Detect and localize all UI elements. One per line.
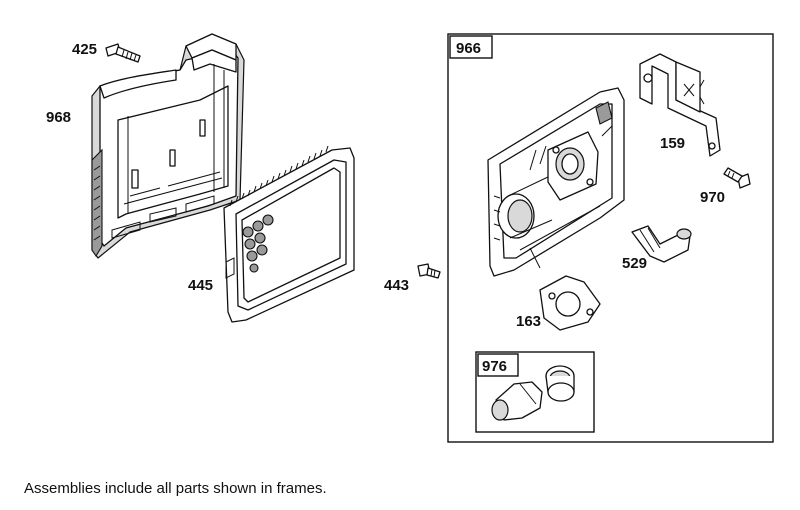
bracket-159 bbox=[639, 53, 721, 157]
label-968: 968 bbox=[46, 109, 71, 126]
bolt-970 bbox=[723, 167, 751, 189]
screw-425 bbox=[105, 43, 141, 63]
footnote: Assemblies include all parts shown in fr… bbox=[24, 480, 327, 497]
label-425: 425 bbox=[72, 41, 97, 58]
air-filter-445 bbox=[223, 145, 355, 323]
label-529: 529 bbox=[622, 255, 647, 272]
label-443: 443 bbox=[384, 277, 409, 294]
gasket-163 bbox=[539, 275, 601, 331]
frame-label-966: 966 bbox=[456, 40, 481, 57]
frame-label-976: 976 bbox=[482, 358, 507, 375]
air-cleaner-housing bbox=[487, 87, 625, 277]
label-159: 159 bbox=[660, 135, 685, 152]
frame-tag-966 bbox=[449, 35, 493, 59]
breather-tube-976 bbox=[491, 365, 575, 421]
label-970: 970 bbox=[700, 189, 725, 206]
air-cleaner-base-968 bbox=[91, 33, 245, 259]
label-445: 445 bbox=[188, 277, 213, 294]
assembly-frame-976 bbox=[475, 351, 595, 433]
label-163: 163 bbox=[516, 313, 541, 330]
foam-pattern bbox=[242, 214, 274, 273]
screw-443 bbox=[417, 263, 441, 279]
elbow-tube-529 bbox=[631, 225, 692, 263]
assembly-frame-966 bbox=[447, 33, 774, 443]
frame-tag-976 bbox=[477, 353, 519, 377]
